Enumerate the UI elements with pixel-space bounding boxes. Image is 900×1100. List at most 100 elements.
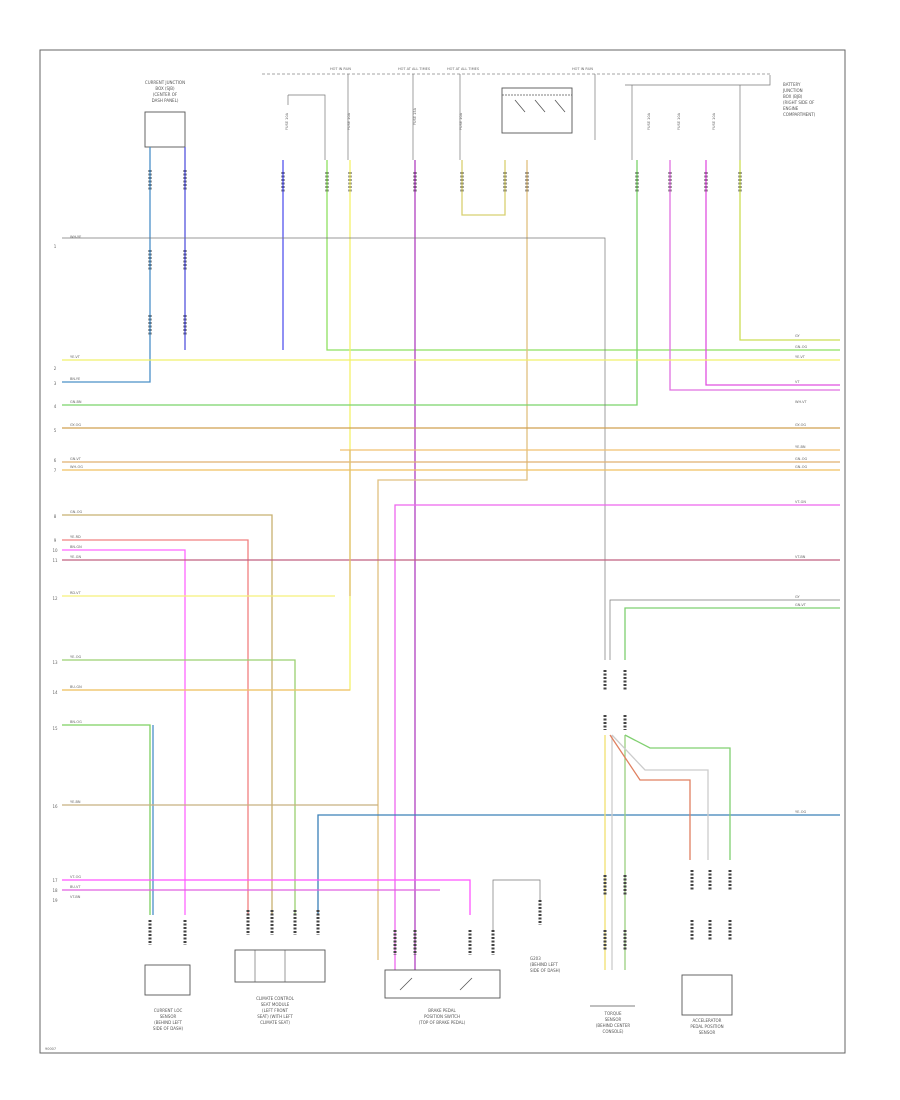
- top-left-module-label-2: BOX (SJB): [155, 86, 175, 91]
- right-wire-label-13: GN-VT: [795, 603, 807, 607]
- wire-h-9: [62, 549, 186, 915]
- right-wire-label-1: GY: [795, 334, 801, 338]
- climate-seat-module-box: [234, 949, 326, 983]
- left-pin-9: 9: [54, 538, 57, 543]
- top-left-module-label-3: (CENTER OF: [153, 92, 178, 97]
- bottom-component-1-label-4: SIDE OF DASH): [153, 1026, 184, 1031]
- bottom-component-4-label-2: SENSOR: [605, 1017, 622, 1022]
- wire-h-14: [62, 724, 151, 915]
- left-pin-6: 6: [54, 458, 57, 463]
- brake-pedal-switch-box: [384, 969, 501, 999]
- wire-v-8: [377, 160, 528, 960]
- vertical-wires: [62, 147, 840, 970]
- left-pin-11: 11: [52, 558, 58, 563]
- fuse-label-6: FUSE 10A: [677, 112, 681, 130]
- wire-v-9: [62, 160, 638, 406]
- wire-v-11: [705, 160, 840, 386]
- right-wire-label-2: GN-OG: [795, 345, 807, 349]
- left-pin-15: 15: [52, 726, 58, 731]
- left-wire-label-4: GN-BN: [70, 400, 82, 404]
- left-pin-7: 7: [54, 468, 57, 473]
- wire-lr-5: [611, 734, 709, 860]
- bottom-component-4-label-1: TORQUE: [604, 1011, 622, 1016]
- right-wire-label-8: GN-OG: [795, 457, 807, 461]
- brake-switch-contact-1: [399, 977, 413, 991]
- top-left-module-label-4: DASH PANEL): [152, 98, 179, 103]
- wire-h-6: [394, 504, 840, 970]
- right-wire-label-11: VT-BN: [795, 555, 806, 559]
- bottom-component-2-label-2: SEAT MODULE: [261, 1002, 290, 1007]
- top-right-module-label-3: BOX (BJB): [783, 94, 803, 99]
- fuse-label-2: FUSE 10A: [347, 112, 351, 130]
- top-right-module-label-5: ENGINE: [783, 106, 799, 111]
- left-pin-14: 14: [52, 690, 58, 695]
- wire-v-12: [739, 160, 840, 341]
- lower-right-wiring: [603, 670, 732, 970]
- wire-h-8: [62, 539, 249, 915]
- wire-h-7: [62, 514, 273, 915]
- right-wire-label-10: VT-GN: [795, 500, 806, 504]
- fuse-drop-1: [288, 94, 326, 160]
- left-wire-label-5: GY-OG: [70, 423, 81, 427]
- bottom-connectors: [148, 900, 542, 955]
- ground-label-2: (BEHIND LEFT: [530, 962, 558, 967]
- top-right-module-label-4: (RIGHT SIDE OF: [783, 100, 815, 105]
- left-pin-16: 16: [52, 804, 58, 809]
- left-pin-19: 19: [52, 898, 58, 903]
- fuse-label-4: FUSE 10A: [459, 112, 463, 130]
- wire-h-18: [62, 879, 471, 915]
- wire-lr-4: [609, 734, 691, 860]
- fuse-link-label-4: HOT IN RUN: [572, 67, 593, 71]
- left-pin-12: 12: [52, 596, 58, 601]
- bottom-component-5-label-1: ACCELERATOR: [693, 1018, 722, 1023]
- left-pin-13: 13: [52, 660, 58, 665]
- bottom-component-4-label-3: (BEHIND CENTER: [596, 1023, 631, 1028]
- bottom-component-5: ACCELERATOR PEDAL POSITION SENSOR: [681, 974, 733, 1035]
- brake-switch-contact-2: [459, 977, 473, 991]
- relay-box: [501, 87, 573, 134]
- top-right-module-label-2: JUNCTION: [782, 88, 803, 93]
- fuse-label-7: FUSE 10A: [712, 112, 716, 130]
- footer-code: 90007: [45, 1047, 56, 1051]
- ground-label-3: SIDE OF DASH): [530, 968, 561, 973]
- left-pin-2: 2: [54, 366, 57, 371]
- left-pin-10: 10: [52, 548, 58, 553]
- left-wire-label-8: GN-OG: [70, 510, 82, 514]
- right-wire-labels: GY GN-OG YE-VT VT WH-VT GY-OG YE-BN GN-O…: [795, 334, 808, 814]
- fuse-link-label-2: HOT AT ALL TIMES: [398, 67, 431, 71]
- accelerator-pedal-sensor-box: [681, 974, 733, 1016]
- left-wire-label-9: YE-RD: [70, 535, 81, 539]
- wire-v-1: [62, 147, 151, 383]
- fuse-label-1: FUSE 10A: [285, 112, 289, 130]
- right-wire-label-5: WH-VT: [795, 400, 808, 404]
- bjb-outline: [625, 75, 771, 86]
- left-wire-label-7: WH-OG: [70, 465, 83, 469]
- top-left-module-box: [144, 111, 186, 148]
- left-wire-label-15: BN-OG: [70, 720, 82, 724]
- bottom-component-2-label-3: (LEFT FRONT: [262, 1008, 288, 1013]
- fuse-label-5: FUSE 10A: [647, 112, 651, 130]
- wire-h-12: [62, 659, 296, 915]
- bottom-component-5-label-3: SENSOR: [699, 1030, 716, 1035]
- fuse-drops: FUSE 10A FUSE 10A FUSE 15A FUSE 10A FUSE…: [285, 74, 741, 160]
- fuse-label-3: FUSE 15A: [413, 107, 417, 125]
- ground-label-1: G203: [530, 956, 541, 961]
- wire-v-7: [461, 160, 506, 216]
- right-wire-label-3: YE-VT: [795, 355, 806, 359]
- relay-box-outline: [501, 87, 573, 134]
- top-right-module-label-6: COMPARTMENT): [783, 112, 816, 117]
- wire-lr-6: [624, 734, 731, 860]
- bottom-component-1-label-3: (BEHIND LEFT: [154, 1020, 182, 1025]
- top-right-module-label-1: BATTERY: [783, 82, 801, 87]
- bottom-component-4-label-4: CONSOLE): [603, 1029, 624, 1034]
- bottom-component-2-label-5: CLIMATE SEAT): [260, 1020, 290, 1025]
- left-wire-label-19: VT-BN: [70, 895, 81, 899]
- left-pin-numbers: 1 2 3 4 5 6 7 8 9 10 11 12 13 14 15 16 1…: [52, 244, 58, 903]
- bottom-component-3-label-3: (TOP OF BRAKE PEDAL): [419, 1020, 466, 1025]
- left-pin-1: 1: [54, 244, 57, 249]
- relay-contact-2: [534, 99, 546, 113]
- wire-h-20: [609, 599, 840, 660]
- top-connectors: [148, 170, 742, 335]
- bottom-component-1-label-2: SENSOR: [160, 1014, 177, 1019]
